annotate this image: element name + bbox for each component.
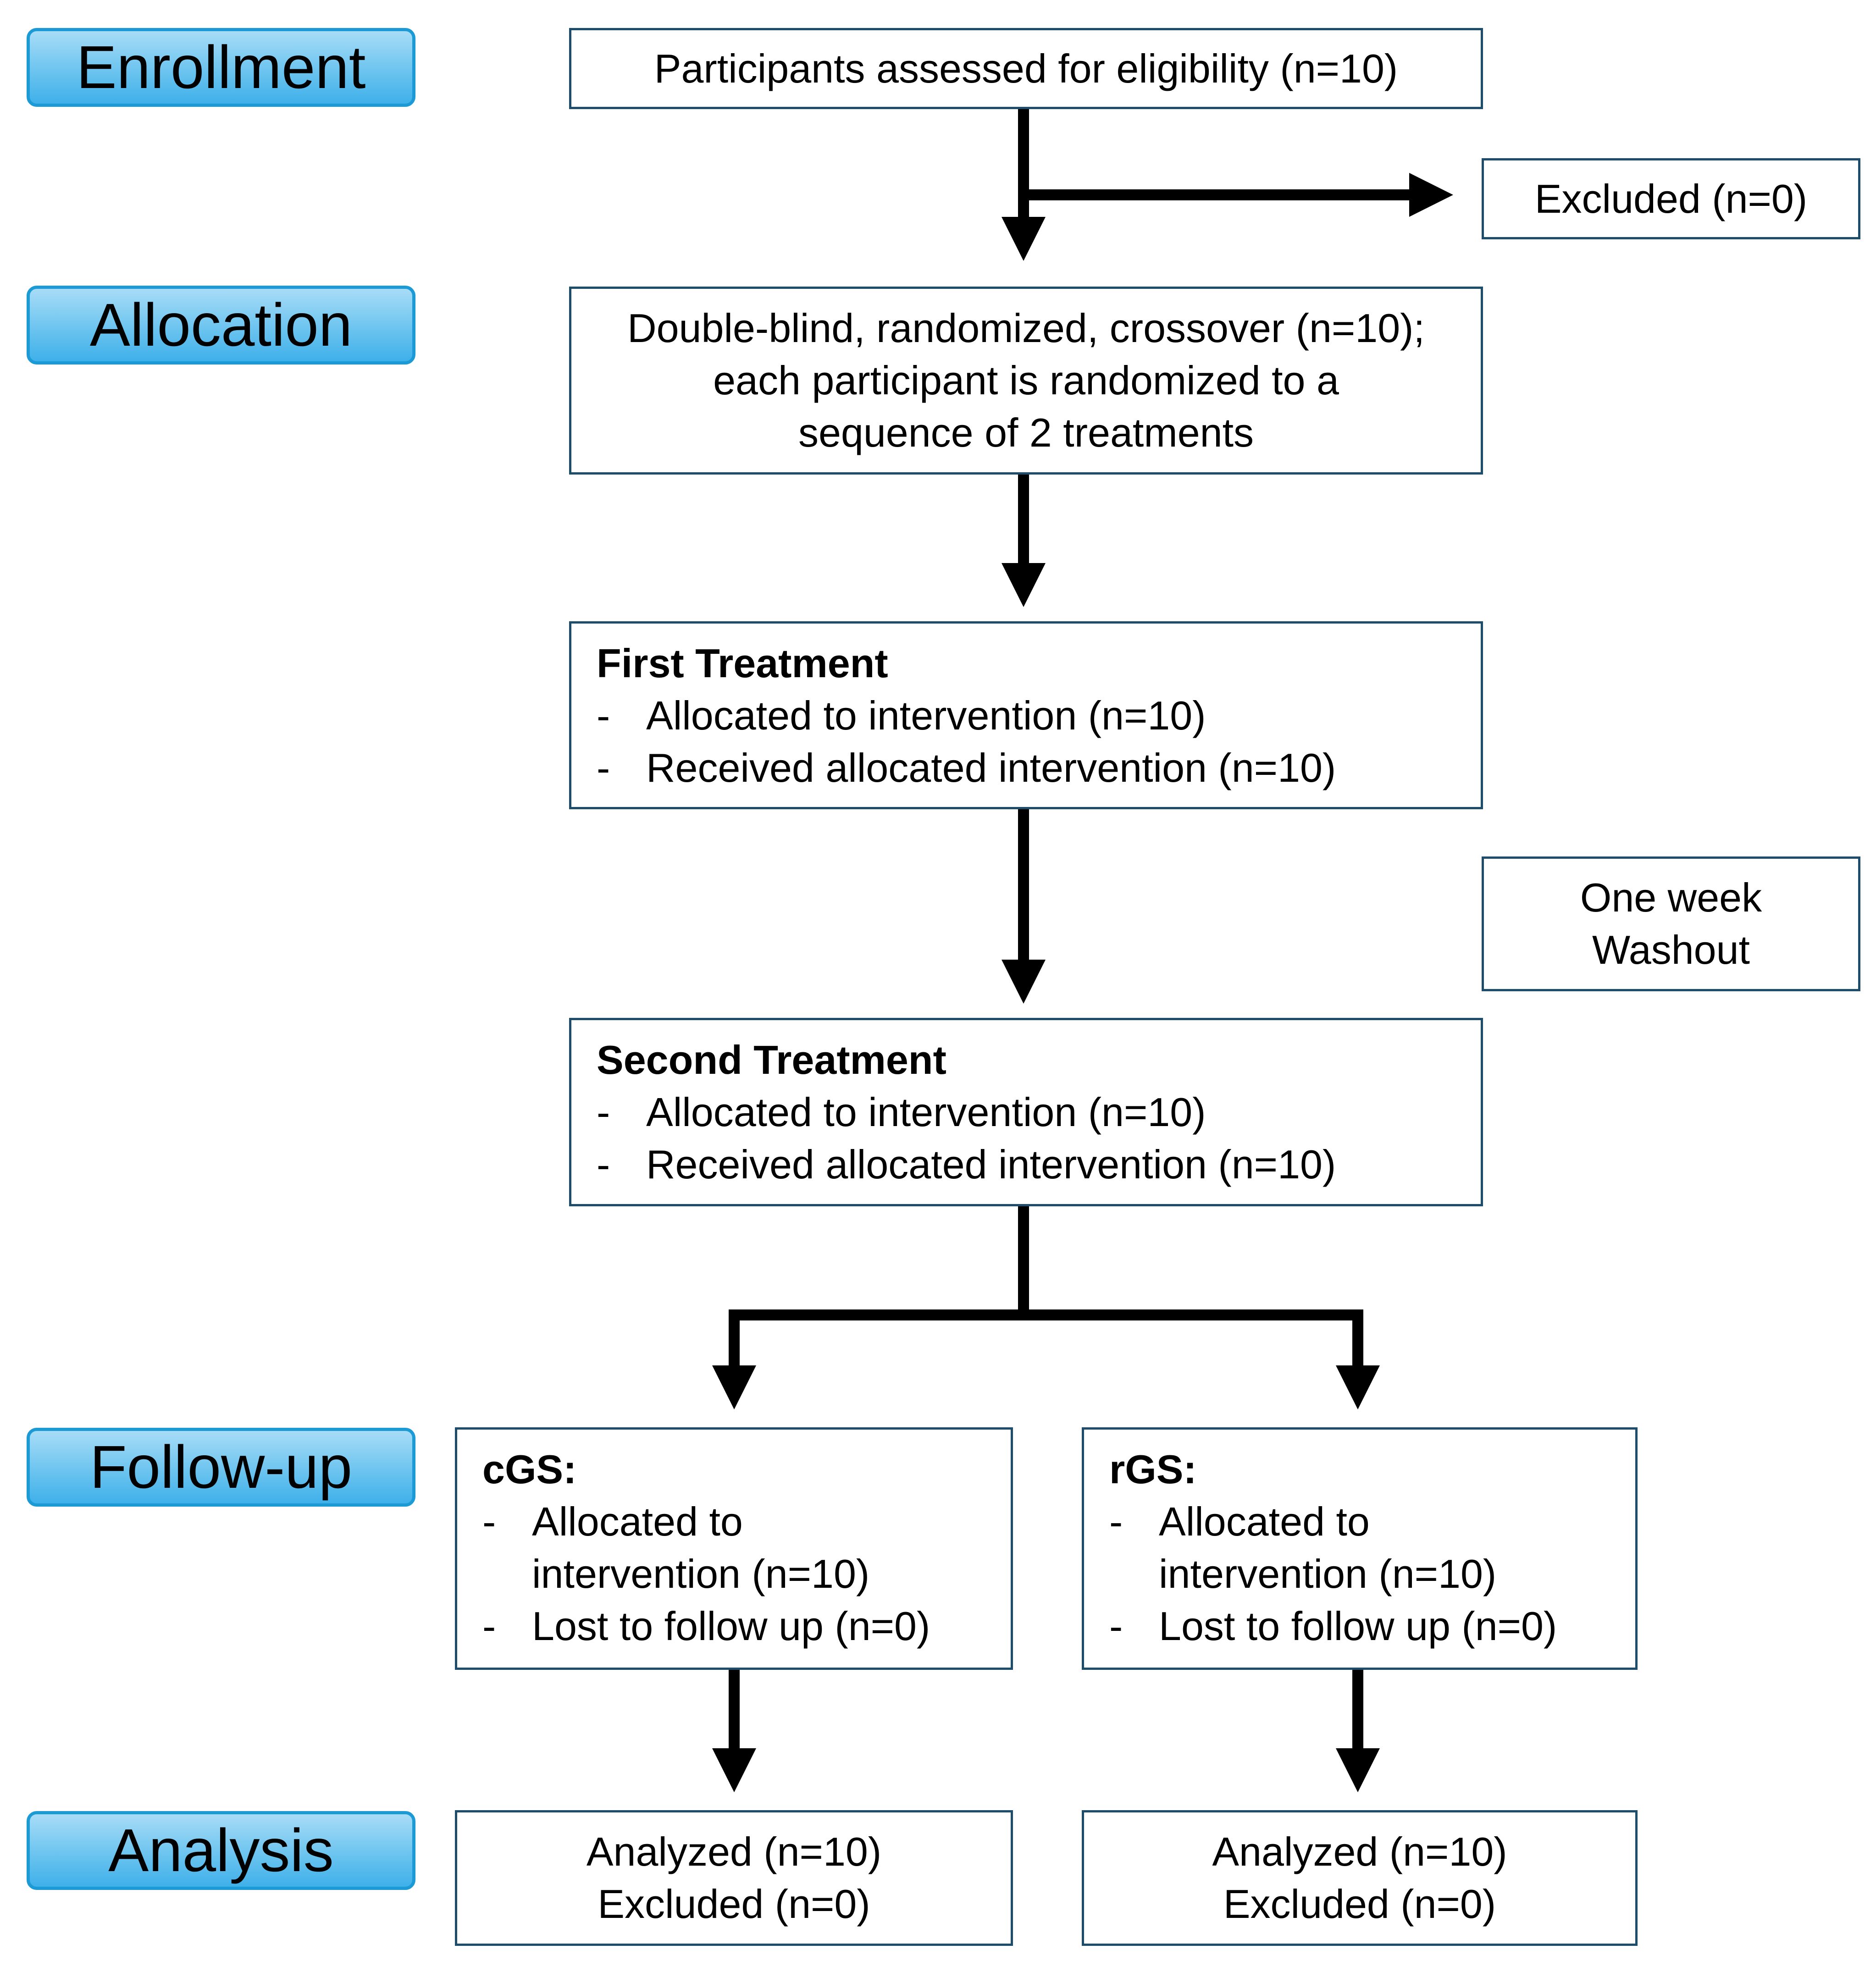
list-item: intervention (n=10) bbox=[482, 1548, 1011, 1600]
stage-label-enrollment: Enrollment bbox=[27, 28, 415, 107]
allocation-line-2: each participant is randomized to a bbox=[713, 358, 1339, 403]
connector-second-split-right bbox=[1024, 1309, 1380, 1409]
second-treatment-box: Second Treatment -Allocated to intervent… bbox=[569, 1018, 1483, 1206]
list-item: -Allocated to bbox=[482, 1496, 1011, 1548]
washout-line-2: Washout bbox=[1592, 927, 1750, 972]
stage-label-text: Analysis bbox=[108, 1817, 334, 1884]
analysis-left-excluded: Excluded (n=0) bbox=[598, 1881, 870, 1927]
excluded-text: Excluded (n=0) bbox=[1534, 176, 1808, 221]
stage-label-analysis: Analysis bbox=[27, 1811, 415, 1890]
second-treatment-title: Second Treatment bbox=[597, 1037, 946, 1083]
list-item: -Received allocated intervention (n=10) bbox=[597, 742, 1481, 794]
first-treatment-box: First Treatment -Allocated to interventi… bbox=[569, 621, 1483, 809]
list-item: -Lost to follow up (n=0) bbox=[482, 1600, 1011, 1652]
first-treatment-title: First Treatment bbox=[597, 641, 888, 686]
stage-label-text: Enrollment bbox=[76, 33, 366, 101]
washout-line-1: One week bbox=[1580, 875, 1762, 920]
rgs-allocated-line-2: intervention (n=10) bbox=[1159, 1551, 1497, 1596]
stage-label-text: Follow-up bbox=[89, 1433, 353, 1501]
analysis-left-box: Analyzed (n=10) Excluded (n=0) bbox=[455, 1810, 1013, 1946]
cgs-lost-text: Lost to follow up (n=0) bbox=[532, 1603, 930, 1649]
rgs-title: rGS: bbox=[1109, 1447, 1197, 1492]
excluded-box: Excluded (n=0) bbox=[1482, 158, 1860, 239]
allocation-box: Double-blind, randomized, crossover (n=1… bbox=[569, 287, 1483, 475]
list-item: intervention (n=10) bbox=[1109, 1548, 1635, 1600]
analysis-right-excluded: Excluded (n=0) bbox=[1223, 1881, 1496, 1927]
list-item: -Allocated to bbox=[1109, 1496, 1635, 1548]
allocation-line-1: Double-blind, randomized, crossover (n=1… bbox=[627, 305, 1425, 351]
washout-box: One week Washout bbox=[1482, 856, 1860, 991]
cgs-box: cGS: -Allocated to intervention (n=10) -… bbox=[455, 1427, 1013, 1670]
rgs-allocated-line-1: Allocated to bbox=[1159, 1499, 1370, 1544]
rgs-box: rGS: -Allocated to intervention (n=10) -… bbox=[1082, 1427, 1638, 1670]
allocation-line-3: sequence of 2 treatments bbox=[798, 410, 1254, 455]
second-allocated-text: Allocated to intervention (n=10) bbox=[646, 1089, 1206, 1135]
list-item: -Lost to follow up (n=0) bbox=[1109, 1600, 1635, 1652]
first-allocated-text: Allocated to intervention (n=10) bbox=[646, 693, 1206, 738]
stage-label-allocation: Allocation bbox=[27, 286, 415, 365]
connector-second-split bbox=[712, 1206, 1029, 1409]
stage-label-text: Allocation bbox=[89, 291, 353, 359]
first-received-text: Received allocated intervention (n=10) bbox=[646, 745, 1336, 790]
cgs-allocated-line-2: intervention (n=10) bbox=[532, 1551, 870, 1596]
cgs-title: cGS: bbox=[482, 1447, 577, 1492]
rgs-lost-text: Lost to follow up (n=0) bbox=[1159, 1603, 1557, 1649]
analysis-right-analyzed: Analyzed (n=10) bbox=[1212, 1829, 1507, 1874]
list-item: -Allocated to intervention (n=10) bbox=[597, 690, 1481, 742]
cgs-allocated-line-1: Allocated to bbox=[532, 1499, 743, 1544]
analysis-right-box: Analyzed (n=10) Excluded (n=0) bbox=[1082, 1810, 1638, 1946]
stage-label-followup: Follow-up bbox=[27, 1428, 415, 1507]
second-received-text: Received allocated intervention (n=10) bbox=[646, 1142, 1336, 1187]
list-item: -Allocated to intervention (n=10) bbox=[597, 1086, 1481, 1138]
list-item: -Received allocated intervention (n=10) bbox=[597, 1138, 1481, 1191]
eligibility-text: Participants assessed for eligibility (n… bbox=[654, 45, 1398, 91]
analysis-left-analyzed: Analyzed (n=10) bbox=[586, 1829, 882, 1874]
eligibility-box: Participants assessed for eligibility (n… bbox=[569, 28, 1483, 109]
